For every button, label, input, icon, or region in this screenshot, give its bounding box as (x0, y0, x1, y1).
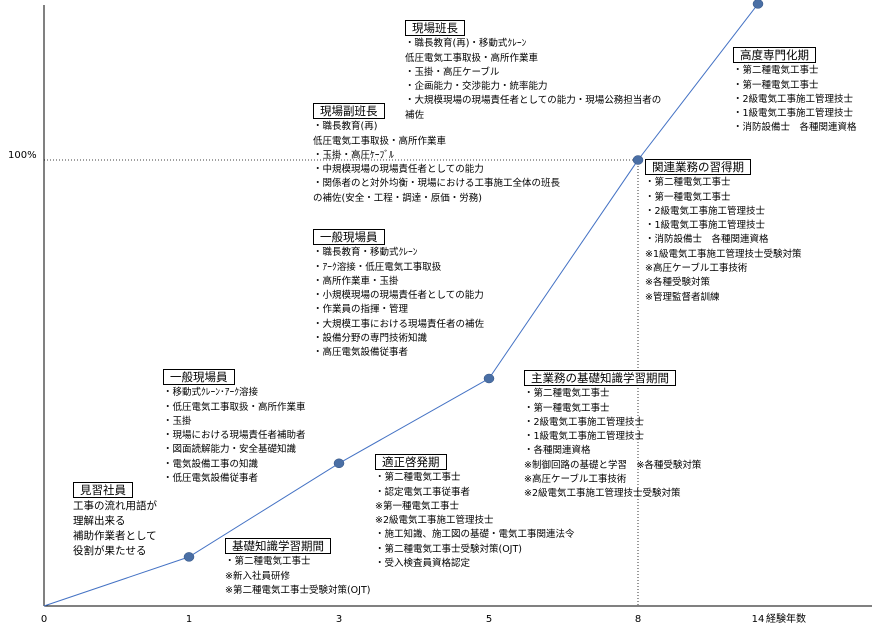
series-line (43, 3, 759, 607)
annotation-b0: 見習社員工事の流れ用語が理解出来る補助作業者として役割が果たせる (73, 482, 157, 559)
series-markers (183, 0, 764, 562)
data-point (333, 458, 345, 469)
x-tick-label: 3 (336, 614, 342, 625)
annotation-line: 役割が果たせる (73, 545, 147, 558)
data-point (752, 0, 764, 9)
x-tick-label: 14 (752, 614, 765, 625)
annotation-line: ・1級電気工事施工管理技士 (524, 431, 645, 443)
annotation-line: ・施工知識、施工図の基礎・電気工事関連法令 (375, 529, 575, 541)
annotation-line: ・第二種電気工事士受験対策(OJT) (375, 543, 522, 555)
annotation-title: 現場班長 (405, 20, 465, 36)
data-point (483, 373, 495, 384)
annotation-line: ・職長教育(再) (313, 121, 378, 133)
annotation-line: ※高圧ケーブル工事技術 (645, 263, 748, 275)
annotation-line: の補佐(安全・工程・調達・原価・労務) (313, 192, 482, 204)
annotation-line: ・移動式ｸﾚｰﾝ･ｱｰｸ溶接 (163, 387, 259, 399)
annotation-title: 一般現場員 (163, 369, 235, 385)
annotation-line: ・ｱｰｸ溶接・低圧電気工事取扱 (313, 261, 442, 273)
annotation-line: ・第二種電気工事士 (375, 472, 461, 484)
annotation-b3: 適正啓発期・第二種電気工事士・認定電気工事従事者 ※第一種電気工事士 ※2級電気工事… (375, 454, 575, 571)
annotation-line: ※高圧ケーブル工事技術 (524, 474, 627, 486)
annotation-line: ・第二種電気工事士 (733, 65, 819, 77)
reference-label: 100% (8, 150, 37, 161)
annotation-line: ※1級電気工事施工管理技士受験対策 (645, 248, 802, 260)
annotation-line: ・関係者のと対外均衡・現場における工事施工全体の班長 (313, 178, 561, 190)
annotation-line: ・高圧電気設備従事者 (313, 347, 409, 359)
x-ticks: 0 1 3 5 8 14 (41, 614, 765, 625)
annotation-line: ・第二種電気工事士 (524, 388, 610, 400)
annotation-line: ・1級電気工事施工管理技士 (733, 108, 854, 120)
annotation-line: ・消防設備士 各種関連資格 (645, 234, 769, 246)
annotation-line: 補助作業者として (73, 530, 157, 543)
annotation-b6: 現場副班長・職長教育(再) 低圧電気工事取扱・高所作業車・玉掛・高圧ｹｰﾌﾞﾙ ・中… (313, 103, 560, 206)
annotation-b9: 高度専門化期・第二種電気工事士・第一種電気工事士・2級電気工事施工管理技士・1級… (733, 47, 857, 136)
annotation-line: ※管理監督者訓練 (645, 291, 720, 303)
annotation-line: 工事の流れ用語が (73, 500, 157, 513)
annotation-title: 適正啓発期 (375, 454, 447, 470)
annotation-line: ・2級電気工事施工管理技士 (733, 93, 854, 105)
annotation-line: ・玉掛 (163, 415, 192, 427)
annotation-line: ・高所作業車・玉掛 (313, 275, 399, 287)
annotation-line: ※第一種電気工事士 (375, 500, 459, 512)
annotation-line: ・職長教育・移動式ｸﾚｰﾝ (313, 247, 418, 259)
annotation-line: ・電気設備工事の知識 (163, 458, 259, 470)
annotation-line: ・大規模工事における現場責任者の補佐 (313, 318, 485, 330)
annotation-line: ・作業員の指揮・管理 (313, 304, 409, 316)
x-tick-label: 0 (41, 614, 47, 625)
annotation-line: ・図面読解能力・安全基礎知識 (163, 444, 297, 456)
annotation-title: 関連業務の習得期 (645, 159, 751, 175)
annotation-line: ・設備分野の専門技術知識 (313, 333, 428, 345)
annotation-line: ・中規模現場の現場責任者としての能力 (313, 164, 484, 176)
annotation-line: ・受入検査員資格認定 (375, 558, 471, 570)
annotation-b7: 関連業務の習得期・第二種電気工事士・第一種電気工事士・2級電気工事施工管理技士・… (645, 159, 802, 305)
annotation-line: ・第二種電気工事士 (645, 177, 731, 189)
annotation-line: ・第二種電気工事士 (225, 556, 311, 568)
annotation-line: ・消防設備士 各種関連資格 (733, 122, 857, 134)
annotation-title: 主業務の基礎知識学習期間 (524, 370, 676, 386)
annotation-line: 理解出来る (73, 515, 126, 528)
annotation-title: 一般現場員 (313, 229, 385, 245)
annotation-title: 高度専門化期 (733, 47, 816, 63)
annotation-title: 現場副班長 (313, 103, 385, 119)
data-point (183, 552, 195, 562)
annotation-line: ※2級電気工事施工管理技士受験対策 (524, 488, 681, 500)
annotation-line: ・2級電気工事施工管理技士 (524, 416, 645, 428)
annotation-line: ・1級電気工事施工管理技士 (645, 220, 766, 232)
x-tick-label: 8 (635, 614, 641, 625)
annotation-line: ・認定電気工事従事者 (375, 486, 471, 498)
annotation-line: ※第二種電気工事士受験対策(OJT) (225, 584, 371, 596)
annotation-line: ・企画能力・交渉能力・統率能力 (405, 81, 548, 93)
annotation-line: ※2級電気工事施工管理技士 (375, 515, 494, 527)
annotation-line: ・大規模現場の現場責任者としての能力・現場公務担当者の (405, 95, 662, 107)
annotation-line: 補佐 (405, 109, 425, 121)
x-axis-label: 経験年数 (766, 612, 806, 625)
annotation-b4: 一般現場員・職長教育・移動式ｸﾚｰﾝ ・ｱｰｸ溶接・低圧電気工事取扱・高所作業車・… (313, 229, 484, 361)
annotation-line: ※新入社員研修 (225, 570, 290, 582)
annotation-line: ・第一種電気工事士 (645, 191, 731, 203)
annotation-b1: 基礎知識学習期間・第二種電気工事士 ※新入社員研修 ※第二種電気工事士受験対策(OJ… (225, 538, 370, 598)
annotation-line: 低圧電気工事取扱・高所作業車 (313, 135, 447, 147)
annotation-line: ※各種受験対策 (645, 277, 710, 289)
annotation-line: ・第一種電気工事士 (524, 402, 610, 414)
annotation-title: 基礎知識学習期間 (225, 538, 331, 554)
annotation-line: ※制御回路の基礎と学習 ※各種受験対策 (524, 459, 702, 471)
annotation-line: ・玉掛・高圧ｹｰﾌﾞﾙ (313, 149, 394, 161)
annotation-line: ・職長教育(再)・移動式ｸﾚｰﾝ (405, 38, 527, 50)
x-tick-label: 5 (486, 614, 492, 625)
annotation-b5: 主業務の基礎知識学習期間・第二種電気工事士・第一種電気工事士・2級電気工事施工管… (524, 370, 701, 502)
x-tick-label: 1 (186, 614, 192, 625)
annotation-line: ・玉掛・高圧ケーブル (405, 66, 500, 78)
annotation-line: ・低圧電気工事取扱・高所作業車 (163, 401, 306, 413)
annotation-line: 低圧電気工事取扱・高所作業車 (405, 52, 539, 64)
annotation-line: ・2級電気工事施工管理技士 (645, 205, 766, 217)
annotation-b8: 現場班長・職長教育(再)・移動式ｸﾚｰﾝ 低圧電気工事取扱・高所作業車・玉掛・高圧… (405, 20, 661, 123)
annotation-line: ・現場における現場責任者補助者 (163, 430, 306, 442)
annotation-line: ・各種関連資格 (524, 445, 591, 457)
data-point (632, 155, 644, 165)
annotation-line: ・第一種電気工事士 (733, 79, 819, 91)
annotation-line: ・小規模現場の現場責任者としての能力 (313, 290, 484, 302)
annotation-title: 見習社員 (73, 482, 133, 498)
annotation-b2: 一般現場員・移動式ｸﾚｰﾝ･ｱｰｸ溶接・低圧電気工事取扱・高所作業車・玉掛・現場… (163, 369, 306, 486)
annotation-line: ・低圧電気設備従事者 (163, 473, 259, 485)
